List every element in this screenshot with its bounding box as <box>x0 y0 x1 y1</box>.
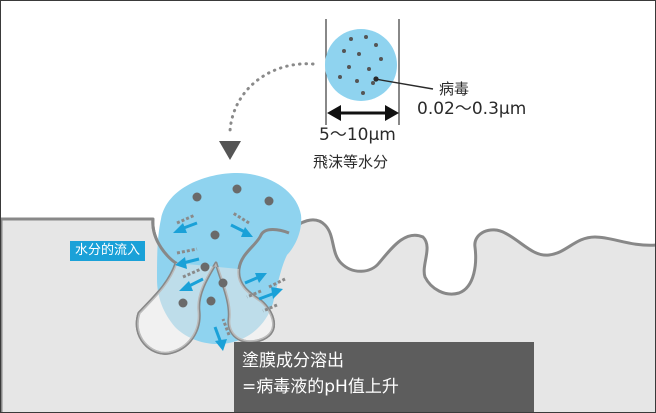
droplet-size-label: 5〜10µm <box>319 125 396 145</box>
virus-pointer-dot <box>373 76 379 82</box>
virus-label: 病毒 <box>439 80 470 98</box>
arrow-pair-1 <box>173 213 198 233</box>
droplet-circle <box>325 29 397 101</box>
droplet-name-label: 飛沫等水分 <box>313 153 389 171</box>
coating-dissolve-line-1: 塗膜成分溶出 <box>242 351 344 371</box>
virus-size-label: 0.02〜0.3µm <box>417 99 527 119</box>
arrow-pair-3 <box>179 267 204 291</box>
virus-pointer-line <box>374 78 434 90</box>
virus-dot-icon <box>178 184 274 308</box>
trajectory-path <box>228 62 315 133</box>
arrow-pair-8 <box>268 277 286 289</box>
arrow-pair-6 <box>258 287 283 313</box>
exchange-arrows <box>173 211 286 351</box>
arrow-pair-2 <box>175 247 200 269</box>
down-arrow-icon <box>219 141 241 160</box>
arrow-pair-7 <box>213 318 231 351</box>
coating-fill-inside <box>137 263 274 354</box>
coating-dissolve-line-2: =病毒液的pH值上升 <box>242 377 399 397</box>
coating-dissolve-badge: 塗膜成分溶出 =病毒液的pH值上升 <box>234 342 534 412</box>
arrow-pair-5 <box>244 273 267 299</box>
droplet-virus-particles <box>338 35 383 95</box>
double-headed-arrow-icon <box>327 105 399 121</box>
arrow-pair-4 <box>230 211 253 237</box>
water-inflow-badge: 水分的流入 <box>70 241 146 261</box>
